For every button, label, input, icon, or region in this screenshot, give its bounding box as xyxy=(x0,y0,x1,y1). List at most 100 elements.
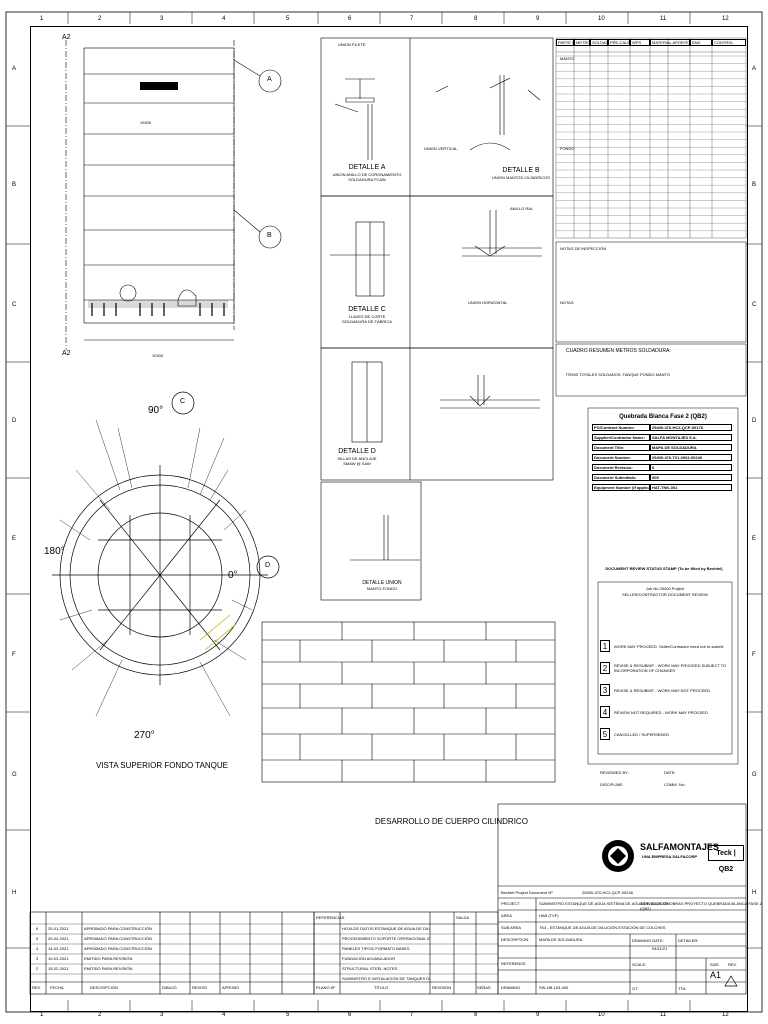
grid-row-e: E xyxy=(12,536,17,542)
detail-c: DETALLE C LLAVES DE CORTE SOLDADURA DE F… xyxy=(322,306,412,324)
weld-header-7: END xyxy=(690,39,712,46)
weld-header-6: MATERIAL APORTE xyxy=(650,39,690,46)
comments-label: COMM. No.: xyxy=(664,782,687,787)
project-card-row: Document Submittals:005 xyxy=(592,474,734,481)
grid-col-9-bottom: 9 xyxy=(536,1012,540,1018)
weld-table-header: PARTE WELD METRO SOLDADOS SOLDADURA PRE-… xyxy=(556,39,746,46)
revision-description: APROBADO PARA CONSTRUCCIÓN xyxy=(84,936,152,941)
angle-90: 90° xyxy=(148,405,164,416)
grid-row-a-right: A xyxy=(752,66,757,72)
anillo-ral-label: ANILLO RAL xyxy=(510,206,534,211)
title-block-value: MAPA DE SOLDADURA xyxy=(539,937,583,942)
references-col2: SALDA xyxy=(456,915,470,920)
rev-header-reviewed: REVISÓ xyxy=(192,985,208,990)
grid-col-10-bottom: 10 xyxy=(598,1012,605,1018)
reference-item: HOJA DE DATOS ESTANQUE DE AGUA DE DILUCI… xyxy=(342,926,430,931)
grid-col-11: 11 xyxy=(660,16,667,22)
project-card-row-label: PO/Contract Number: xyxy=(592,424,650,431)
project-card-title: Quebrada Blanca Fase 2 (QB2) xyxy=(619,414,707,420)
plan-view-title: VISTA SUPERIOR FONDO TANQUE xyxy=(96,761,229,770)
grid-row-d-right: D xyxy=(752,418,757,424)
project-card-row-label: Document Submittals: xyxy=(592,474,650,481)
revision-date: 14-03-2021 xyxy=(48,946,69,951)
grid-col-11-bottom: 11 xyxy=(660,1012,667,1018)
angle-0: 0° xyxy=(228,570,238,581)
ref-footer-1: PLANO Nº xyxy=(316,985,336,990)
detail-a-title: DETALLE A xyxy=(348,164,386,171)
rev-label: REV. xyxy=(728,962,737,967)
project-card-row: Document Revision:0 xyxy=(592,464,734,471)
warning-triangle-icon xyxy=(724,975,738,987)
grid-row-h: H xyxy=(12,890,17,896)
weld-header-5: WPS xyxy=(630,39,650,46)
grid-col-1-bottom: 1 xyxy=(40,1012,44,1018)
grid-col-4: 4 xyxy=(222,16,226,22)
project-card-row-value: 25400-470-T01-0002-00246 xyxy=(650,454,732,461)
summary-line: ÍTEMS TOTALES SOLDADOS: TANQUE FONDO MAN… xyxy=(566,372,671,377)
title-block-label: DRAWING xyxy=(501,985,521,990)
reviewed-by-label: REVIEWED BY: xyxy=(600,770,629,775)
grid-row-b-right: B xyxy=(752,182,757,188)
size-label: SIZE xyxy=(710,962,719,967)
grid-col-12: 12 xyxy=(722,16,729,22)
grid-row-g: G xyxy=(12,772,17,778)
reference-item: STRUCTURAL STEEL NOTES xyxy=(342,966,398,971)
grid-col-3: 3 xyxy=(160,16,164,22)
size-value: A1 xyxy=(710,970,722,980)
union-filete-label: UNION FILETE xyxy=(338,42,366,47)
grid-col-5: 5 xyxy=(286,16,290,22)
summary-title: CUADRO RESUMEN METROS SOLDADURA: xyxy=(566,348,671,354)
grid-col-3-bottom: 3 xyxy=(160,1012,164,1018)
weld-header-1: PARTE WELD xyxy=(556,39,574,46)
stamp-option-number: 4 xyxy=(600,706,610,718)
project-card-row-value: 25400-470-HC2-QCP-00178 xyxy=(650,424,732,431)
reference-item: PANELES TIPOS/ FORMATO BASES xyxy=(342,946,410,951)
project-card-row-label: Document Revision: xyxy=(592,464,650,471)
grid-row-c-right: C xyxy=(752,302,757,308)
angle-270: 270° xyxy=(134,730,155,741)
stamp-option-number: 5 xyxy=(600,728,610,740)
notes-label: NOTAS xyxy=(560,300,574,305)
drawing-frame xyxy=(30,26,748,1012)
grid-col-7: 7 xyxy=(410,16,414,22)
rev-header-desc: DESCRIPCIÓN xyxy=(90,985,118,990)
project-card-row: Document Title:MAPA DE SOLDADURA xyxy=(592,444,734,451)
revision-date: 29-04-2021 xyxy=(48,936,69,941)
grid-col-7-bottom: 7 xyxy=(410,1012,414,1018)
project-card-row-value: MAPA DE SOLDADURA xyxy=(650,444,732,451)
grid-col-4-bottom: 4 xyxy=(222,1012,226,1018)
grid-col-1: 1 xyxy=(40,16,44,22)
title-block-value: SW-HB-103-400 xyxy=(539,985,569,990)
grid-col-6: 6 xyxy=(348,16,352,22)
grid-row-c: C xyxy=(12,302,17,308)
detail-c-sub1: LLAVES DE CORTE xyxy=(348,314,386,319)
project-card-row-label: Document Title: xyxy=(592,444,650,451)
callout-b: B xyxy=(267,232,272,239)
callout-c: C xyxy=(180,398,186,405)
grid-row-a: A xyxy=(12,66,17,72)
review-stamp-header2: SELLER/CONTRACTOR DOCUMENT REVIEW xyxy=(622,592,708,597)
title-block-value: HAB (TVF) xyxy=(539,913,559,918)
detail-union: DETALLE UNION MANTO-FONDO xyxy=(352,580,412,591)
stamp-option-text: REVISE & RESUBMIT - WORK MAY NOT PROCEED xyxy=(614,687,710,693)
project-card-row-value: SALFA MONTAJES S.A. xyxy=(650,434,732,441)
revision-description: EMITIDO PARA REVISIÓN xyxy=(84,956,133,961)
stamp-option-text: REVISE & RESUBMIT - WORK MAY PROCEED SUB… xyxy=(614,663,727,673)
revision-number: 6 xyxy=(36,926,39,931)
ref-footer-2: TÍTULO xyxy=(374,985,389,990)
union-vertical-label: UNION VERTICAL xyxy=(424,146,458,151)
detail-d-title: DETALLE D xyxy=(338,448,376,455)
scale-label: SCALE: xyxy=(632,962,647,967)
revision-date: 15-02-2021 xyxy=(48,966,69,971)
revision-description: EMITIDO PARA REVISIÓN xyxy=(84,966,133,971)
detail-union-title: DETALLE UNION xyxy=(362,580,402,586)
date-label: DATE: xyxy=(664,770,676,775)
revision-number: 2 xyxy=(36,966,39,971)
grid-col-8-bottom: 8 xyxy=(474,1012,478,1018)
